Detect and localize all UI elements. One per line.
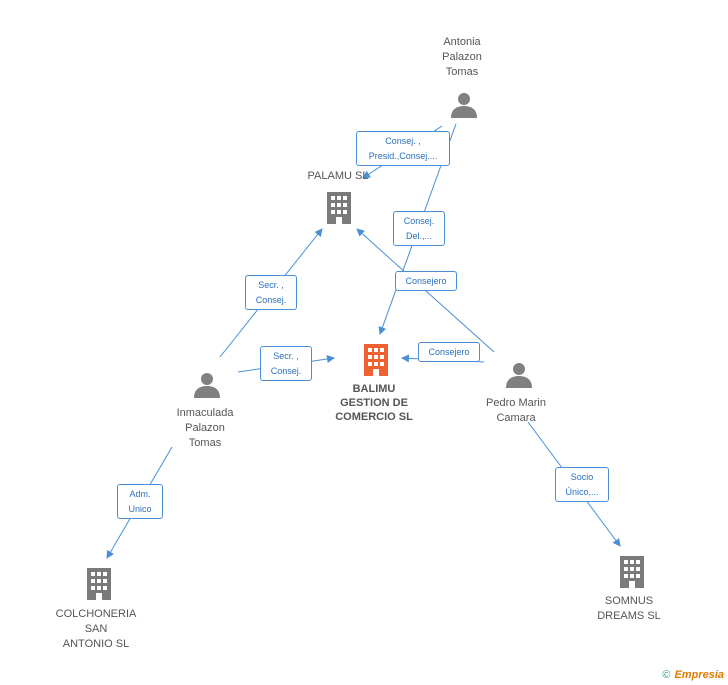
footer-brand: ©Empresia [662, 669, 724, 681]
node-label-somnus[interactable]: SOMNUS DREAMS SL [597, 595, 661, 622]
edge-label-pedro-somnus[interactable]: Socio Único,... [555, 467, 609, 502]
edge-label-inmaculada-palamu[interactable]: Secr. , Consej. [245, 275, 297, 310]
building-icon[interactable] [617, 554, 647, 588]
node-label-antonia[interactable]: Antonia Palazon Tomas [442, 36, 482, 78]
edge-label-pedro-balimu[interactable]: Consejero [418, 342, 480, 362]
node-label-colchoneria[interactable]: COLCHONERIA SAN ANTONIO SL [55, 608, 137, 650]
node-label-balimu[interactable]: BALIMU GESTION DE COMERCIO SL [335, 383, 413, 423]
person-icon[interactable] [192, 370, 222, 400]
edge-label-antonia-palamu[interactable]: Consej. , Presid.,Consej.... [356, 131, 450, 166]
copyright-symbol: © [662, 669, 671, 681]
edge-label-pedro-palamu[interactable]: Consejero [395, 271, 457, 291]
brand-name: Empresia [674, 669, 724, 681]
person-icon[interactable] [449, 90, 479, 120]
node-label-pedro[interactable]: Pedro Marin Camara [486, 397, 546, 424]
node-label-palamu[interactable]: PALAMU SL [307, 170, 369, 182]
person-icon[interactable] [504, 360, 534, 390]
edge-label-antonia-balimu[interactable]: Consej. Del.,... [393, 211, 445, 246]
edge-label-inmaculada-colchoneria[interactable]: Adm. Unico [117, 484, 163, 519]
building-icon[interactable] [84, 566, 114, 600]
building-icon[interactable] [361, 342, 391, 376]
edge-label-inmaculada-balimu[interactable]: Secr. , Consej. [260, 346, 312, 381]
building-icon[interactable] [324, 190, 354, 224]
node-label-inmaculada[interactable]: Inmaculada Palazon Tomas [176, 407, 234, 449]
